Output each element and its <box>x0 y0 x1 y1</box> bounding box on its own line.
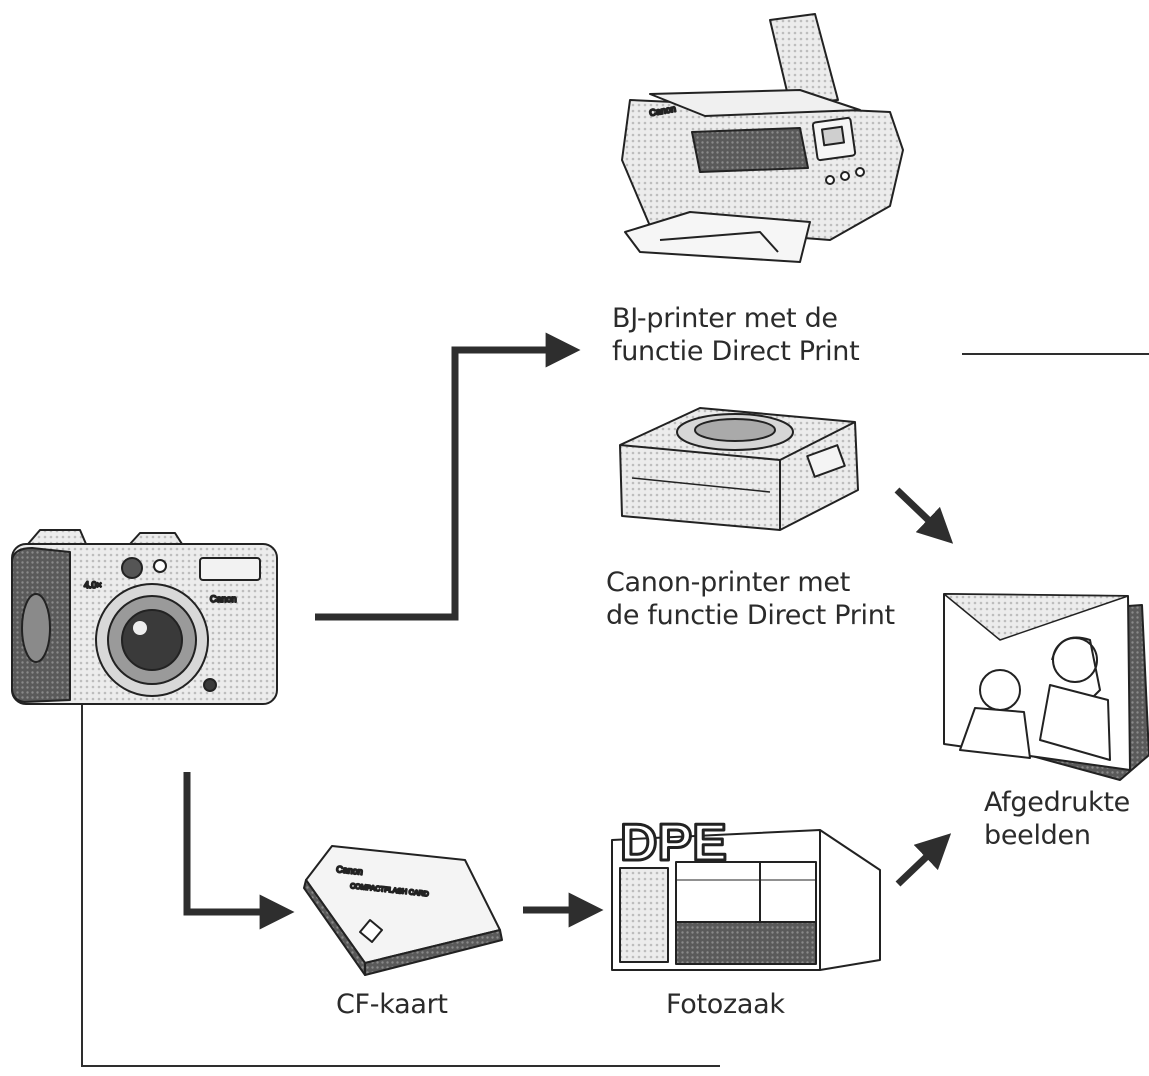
photo-shop-label: Fotozaak <box>666 988 785 1021</box>
line-camera-bottom <box>81 705 720 1067</box>
cf-card-label: CF-kaart <box>336 988 448 1021</box>
bj-printer-label-line2: functie Direct Print <box>612 336 860 367</box>
shop-sign: DPE <box>620 814 727 872</box>
prints-label-line2: beelden <box>984 820 1091 851</box>
arrow-canon-printer-to-prints <box>894 487 954 544</box>
bj-printer-label: BJ-printer met de functie Direct Print <box>612 302 860 368</box>
cf-card-brand: Canon <box>336 864 363 877</box>
cf-card-label-text: CF-kaart <box>336 989 448 1020</box>
prints-label-line1: Afgedrukte <box>984 787 1130 818</box>
canon-printer-label: Canon-printer met de functie Direct Prin… <box>606 566 895 632</box>
arrow-shop-to-prints <box>895 833 952 887</box>
prints-label: Afgedrukte beelden <box>984 786 1130 852</box>
arrow-camera-to-cf-card <box>183 772 295 930</box>
camera-illustration: Canon 4.0× <box>11 529 278 705</box>
canon-printer-label-line2: de functie Direct Print <box>606 600 895 631</box>
photo-shop-illustration: DPE <box>611 813 881 971</box>
canon-printer-label-line1: Canon-printer met <box>606 567 851 598</box>
arrow-camera-to-bj-printer <box>315 332 581 621</box>
photo-shop-label-text: Fotozaak <box>666 989 785 1020</box>
svg-text:Canon: Canon <box>210 594 237 604</box>
cf-card-illustration: Canon COMPACTFLASH CARD <box>303 845 503 976</box>
bj-printer-illustration: Canon <box>621 13 904 263</box>
svg-text:4.0×: 4.0× <box>84 580 102 590</box>
canon-printer-illustration <box>619 407 859 531</box>
bj-printer-label-line1: BJ-printer met de <box>612 303 838 334</box>
printed-photos-illustration <box>943 593 1149 781</box>
